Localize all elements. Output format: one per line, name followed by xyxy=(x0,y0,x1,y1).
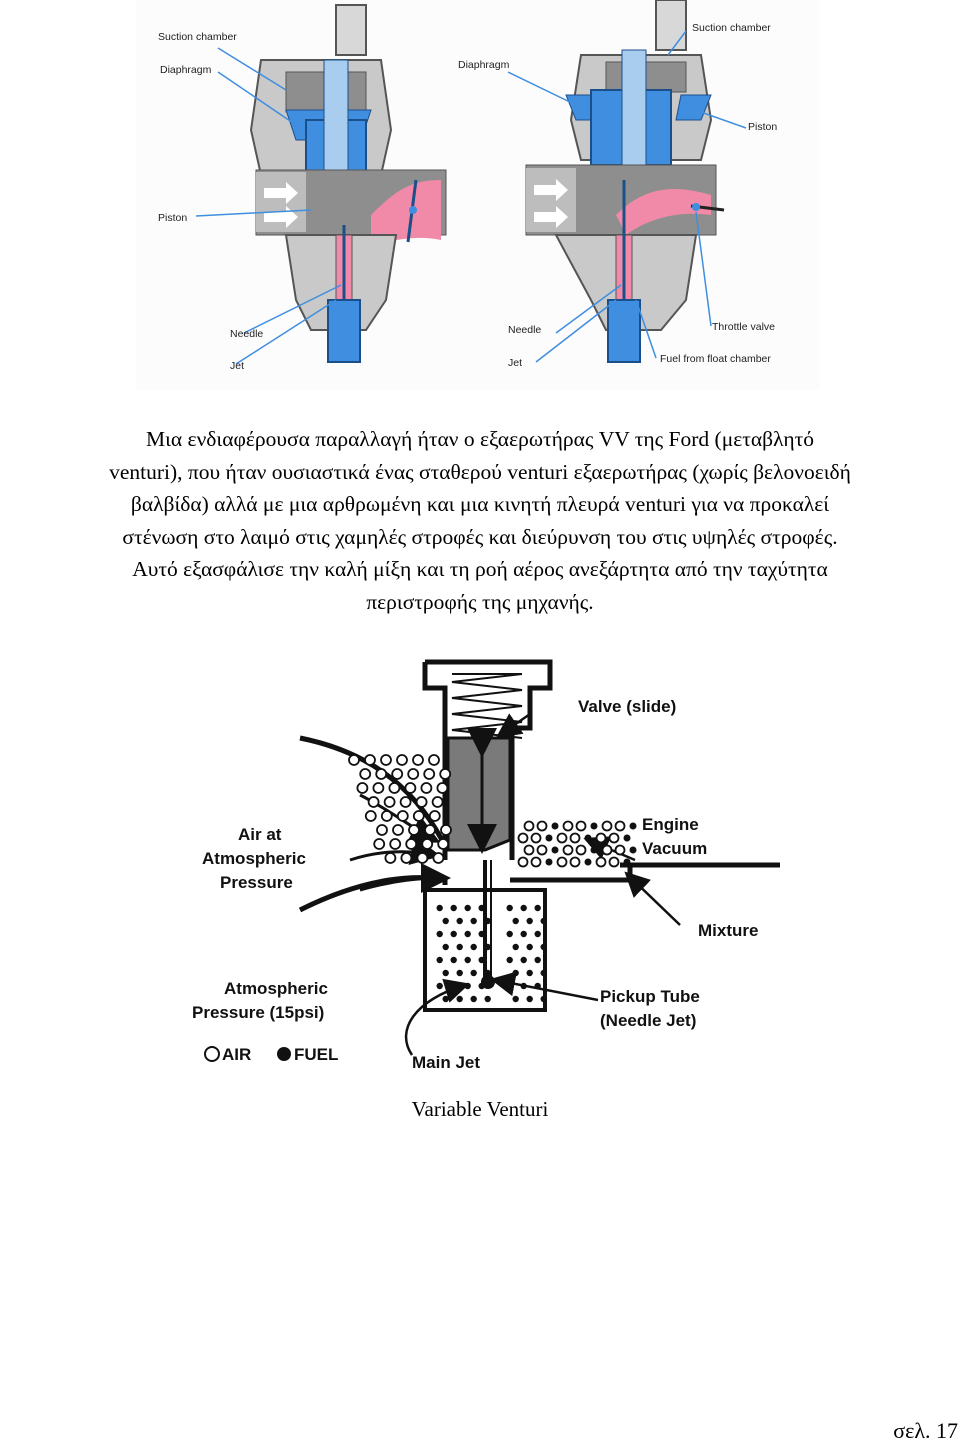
left-needle-label: Needle xyxy=(230,328,263,340)
main-jet-label: Main Jet xyxy=(412,1053,480,1072)
left-suction-chamber-label: Suction chamber xyxy=(158,31,237,43)
left-piston-label: Piston xyxy=(158,212,187,224)
right-piston-label: Piston xyxy=(748,121,777,133)
paragraph-line: venturi), που ήταν ουσιαστικά ένας σταθε… xyxy=(109,459,851,484)
atmospheric-pressure-label-line1: Atmospheric xyxy=(224,979,328,998)
page-number: σελ. 17 xyxy=(893,1418,958,1443)
fuel-legend-icon xyxy=(277,1047,291,1061)
throttle-valve-label: Throttle valve xyxy=(712,321,775,333)
paragraph-line: βαλβίδα) αλλά με μια αρθρωμένη και μια κ… xyxy=(130,492,830,516)
right-suction-chamber-label: Suction chamber xyxy=(692,22,771,34)
left-jet-label: Jet xyxy=(230,360,244,372)
air-legend-icon xyxy=(204,1046,220,1062)
variable-venturi-figure: Valve (slide) Air at Atmospheric Pressur… xyxy=(180,640,780,1095)
mixture-label: Mixture xyxy=(698,921,758,940)
paragraph-line: Μια ενδιαφέρουσα παραλλαγή ήταν ο εξαερω… xyxy=(146,427,814,451)
air-label-line1: Air at xyxy=(238,825,282,844)
paragraph-line: περιστροφής της μηχανής. xyxy=(366,589,594,614)
air-label-line3: Pressure xyxy=(220,873,293,892)
variable-venturi-diagram: Valve (slide) Air at Atmospheric Pressur… xyxy=(192,659,780,1072)
atmospheric-pressure-label-line2: Pressure (15psi) xyxy=(192,1003,324,1022)
left-diaphragm-label: Diaphragm xyxy=(160,64,212,76)
engine-vacuum-label-line1: Engine xyxy=(642,815,699,834)
valve-slide-label: Valve (slide) xyxy=(578,697,676,716)
fuel-from-float-chamber-label: Fuel from float chamber xyxy=(660,353,771,365)
paragraph-line: Αυτό εξασφάλισε την καλή μίξη και τη ροή… xyxy=(132,557,828,581)
carburettor-diagrams: Suction chamber Diaphragm Piston Needle … xyxy=(158,0,777,372)
legend-air-label: AIR xyxy=(222,1045,251,1064)
pickup-tube-label-line2: (Needle Jet) xyxy=(600,1011,696,1030)
air-fuel-particles xyxy=(348,754,637,1003)
legend-fuel-label: FUEL xyxy=(294,1045,338,1064)
right-needle-label: Needle xyxy=(508,324,541,336)
air-label-line2: Atmospheric xyxy=(202,849,306,868)
figure-caption: Variable Venturi xyxy=(411,1097,549,1121)
left-carburettor xyxy=(195,4,447,365)
engine-vacuum-label-line2: Vacuum xyxy=(642,839,707,858)
right-jet-label: Jet xyxy=(508,357,522,369)
body-paragraph: Μια ενδιαφέρουσα παραλλαγή ήταν ο εξαερω… xyxy=(0,423,960,618)
right-diaphragm-label: Diaphragm xyxy=(458,59,510,71)
pickup-tube-label-line1: Pickup Tube xyxy=(600,987,700,1006)
carburettor-cross-section-figure: Suction chamber Diaphragm Piston Needle … xyxy=(136,0,820,390)
right-carburettor xyxy=(507,0,747,363)
paragraph-line: στένωση στο λαιμό στις χαμηλές στροφές κ… xyxy=(122,524,838,549)
